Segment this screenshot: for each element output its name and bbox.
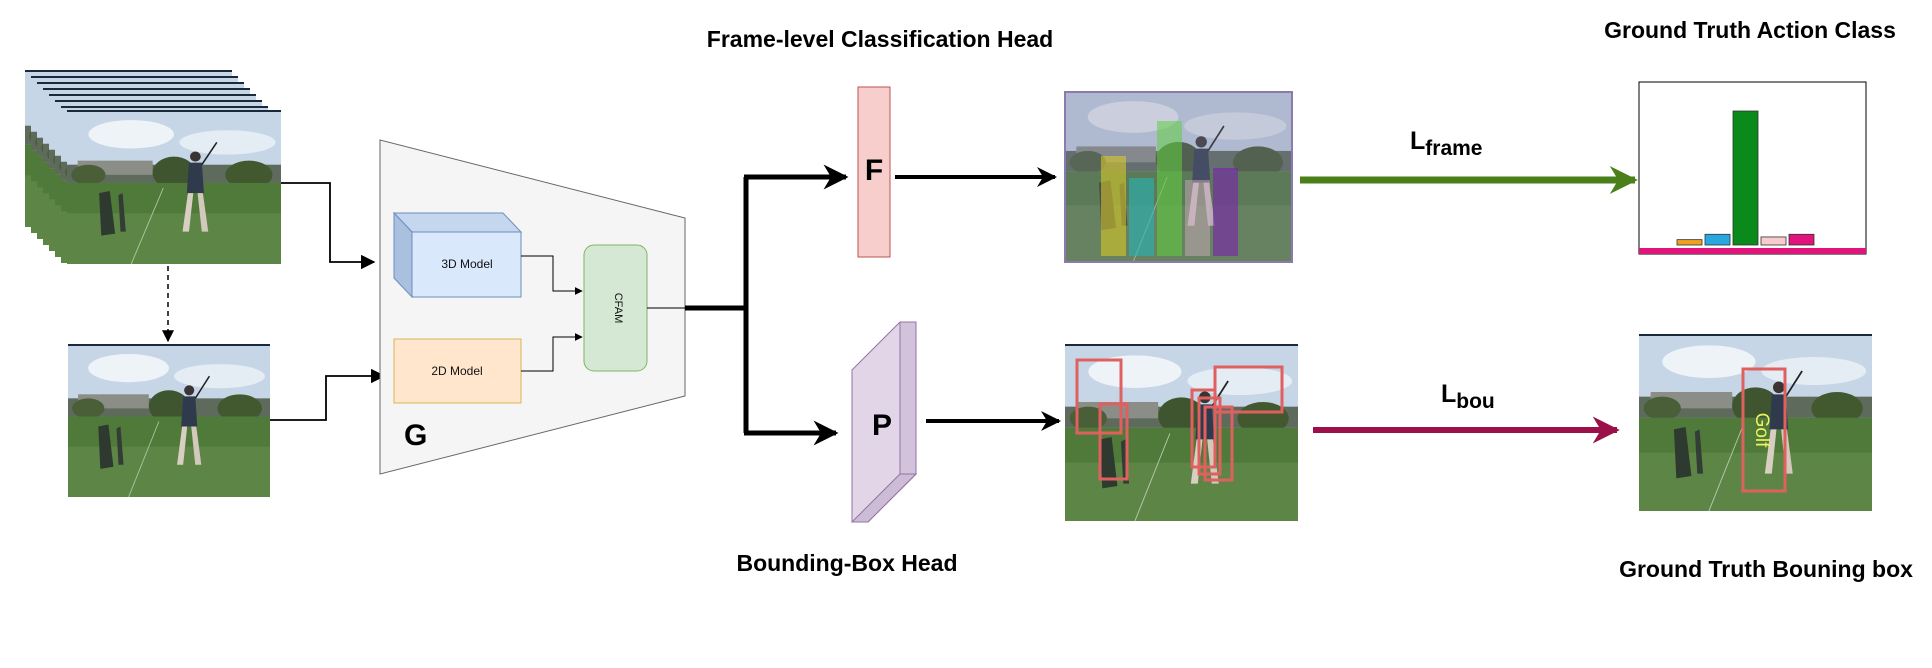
cfam-label: CFAM (612, 293, 624, 324)
pred-class-bar (1129, 178, 1154, 256)
head-f-label: F (865, 154, 883, 187)
cfam-block: CFAM (583, 244, 648, 372)
backbone-label: G (404, 419, 427, 452)
key-frame (68, 344, 270, 497)
bbox-loss: Lbou (1313, 380, 1620, 444)
gt-class-chart (1638, 81, 1867, 255)
model2d-to-cfam (521, 333, 583, 372)
gt-class-bar (1676, 239, 1703, 246)
gt-class-bar (1788, 233, 1815, 246)
backbone-g: 3D Model 2D Model CFAM G (379, 139, 686, 475)
pred-class-bar (1213, 168, 1238, 256)
pred-bbox (1197, 396, 1222, 476)
pred-class-bar (1185, 180, 1210, 256)
gt-chart-baseline (1639, 248, 1866, 254)
pred-bbox (1203, 405, 1234, 482)
keyframe-to-g-connector (270, 368, 386, 421)
head-p-label: P (872, 409, 892, 442)
model-3d-label: 3D Model (441, 257, 492, 271)
pred-bbox (1213, 365, 1284, 414)
model3d-to-cfam (521, 255, 583, 295)
gt-class-bar (1732, 110, 1759, 246)
gt-class-bar (1760, 236, 1787, 246)
gt-bbox-title: Ground Truth Bouning box (1619, 556, 1913, 582)
clip-to-g-connector (281, 182, 376, 270)
head-split-connector (647, 164, 849, 446)
model-2d-label: 2D Model (431, 364, 482, 378)
bbox-prediction-frame (1065, 344, 1298, 521)
frame-head-title: Frame-level Classification Head (707, 26, 1053, 52)
model-2d-block: 2D Model (393, 338, 522, 404)
frame-loss-label: Lframe (1410, 127, 1482, 160)
model-3d-block: 3D Model (392, 211, 523, 299)
pred-class-bar (1101, 156, 1126, 256)
gt-bbox (1741, 367, 1787, 493)
bbox-head-title: Bounding-Box Head (736, 550, 957, 576)
head-f: F (857, 86, 891, 258)
head-p: P (850, 321, 918, 523)
gt-bbox-frame: Golf (1639, 334, 1872, 511)
gt-action-title: Ground Truth Action Class (1604, 17, 1896, 43)
input-clip-stack (25, 70, 281, 264)
gt-bars (1676, 110, 1815, 246)
gt-bbox-label: Golf (1751, 413, 1772, 449)
pred-bbox (1098, 402, 1129, 481)
frame-prediction-frame (1064, 91, 1293, 263)
gt-class-bar (1704, 233, 1731, 246)
pred-class-bar (1157, 121, 1182, 256)
frame-loss: Lframe (1300, 127, 1638, 194)
bbox-loss-label: Lbou (1441, 380, 1495, 413)
